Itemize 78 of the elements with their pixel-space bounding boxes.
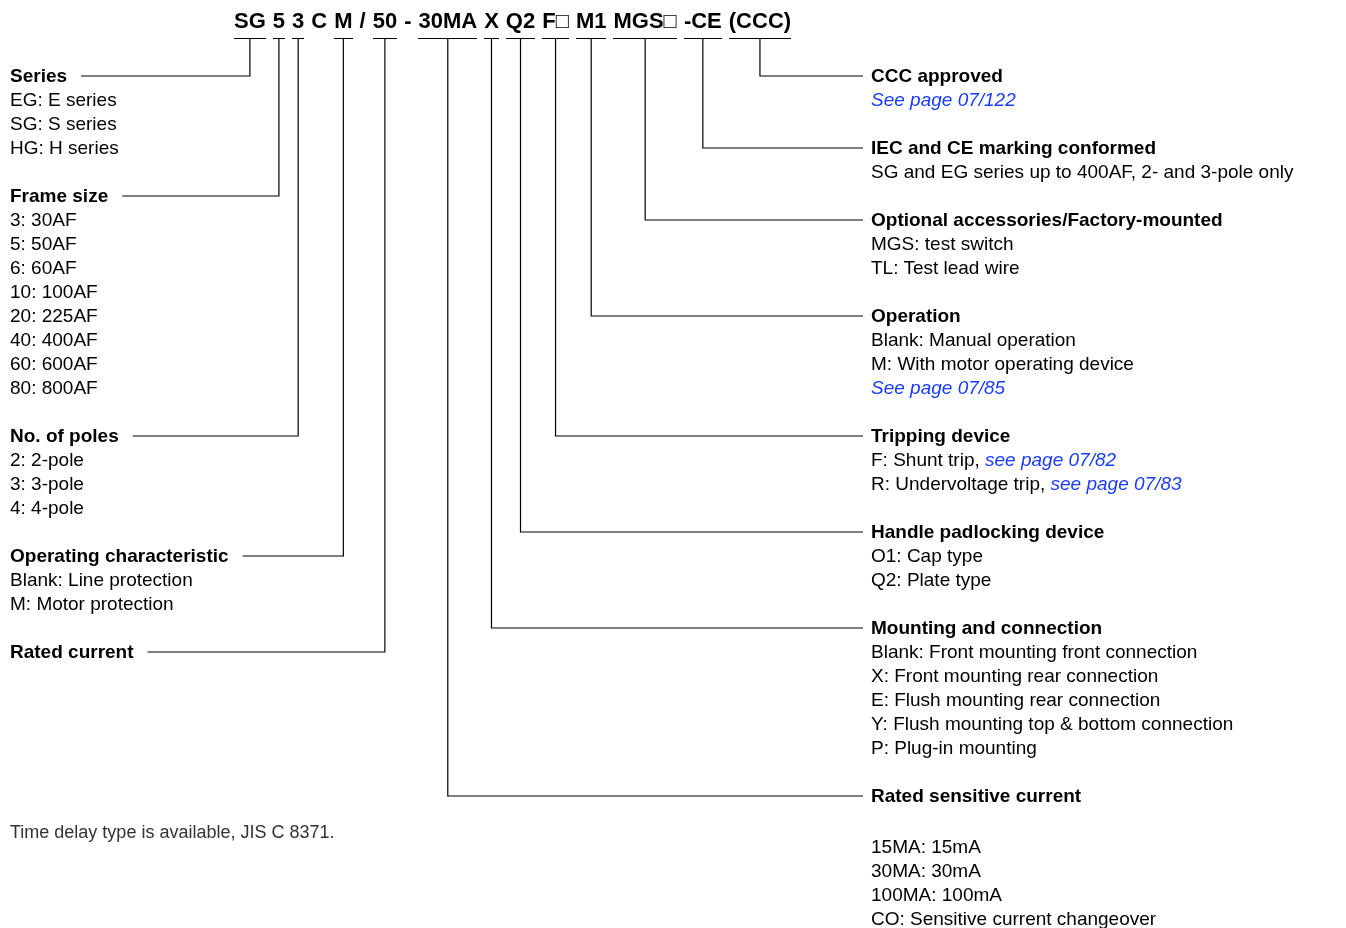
category-heading: Rated sensitive current — [871, 784, 1082, 808]
option-description: HG: H series — [10, 136, 119, 160]
option-description: P: Plug-in mounting — [871, 736, 1037, 760]
code-segment: M — [334, 6, 353, 39]
option-description: Blank: Front mounting front connection — [871, 640, 1198, 664]
code-segment: M1 — [575, 6, 607, 39]
leader-line — [759, 38, 864, 77]
leader-line — [80, 38, 251, 77]
category-heading: Series — [10, 64, 68, 88]
option-description: 20: 225AF — [10, 304, 98, 328]
category-heading: Operating characteristic — [10, 544, 229, 568]
option-description: 6: 60AF — [10, 256, 77, 280]
option-description: 40: 400AF — [10, 328, 98, 352]
leader-line — [644, 38, 864, 221]
category-heading: Tripping device — [871, 424, 1011, 448]
leader-line — [590, 38, 864, 317]
option-description: 10: 100AF — [10, 280, 98, 304]
option-description: 3: 3-pole — [10, 472, 84, 496]
code-segment: SG — [234, 6, 266, 39]
page-reference-link: See page 07/85 — [871, 376, 1006, 400]
option-description: O1: Cap type — [871, 544, 983, 568]
option-description: Q2: Plate type — [871, 568, 992, 592]
category-heading: IEC and CE marking conformed — [871, 136, 1157, 160]
page-reference-link: See page 07/122 — [871, 88, 1016, 112]
option-description: 3: 30AF — [10, 208, 77, 232]
option-description: 5: 50AF — [10, 232, 77, 256]
option-description: 60: 600AF — [10, 352, 98, 376]
leader-line — [447, 38, 864, 797]
option-description: 4: 4-pole — [10, 496, 84, 520]
leader-line — [132, 38, 299, 437]
leader-line — [121, 38, 280, 197]
code-separator: C — [311, 7, 328, 35]
option-description: EG: E series — [10, 88, 117, 112]
option-description: Blank: Manual operation — [871, 328, 1076, 352]
option-description: 100MA: 100mA — [871, 883, 1002, 907]
code-segment: F□ — [542, 6, 569, 39]
code-separator: / — [359, 7, 366, 35]
code-segment: 30MA — [418, 6, 478, 39]
option-description: F: Shunt trip, see page 07/82 — [871, 448, 1117, 472]
option-description: 15MA: 15mA — [871, 835, 981, 859]
category-heading: CCC approved — [871, 64, 1003, 88]
option-description: 30MA: 30mA — [871, 859, 981, 883]
category-heading: Optional accessories/Factory-mounted — [871, 208, 1223, 232]
leader-line — [554, 38, 864, 437]
leader-line — [242, 38, 344, 557]
category-heading: Mounting and connection — [871, 616, 1103, 640]
footnote: Time delay type is available, JIS C 8371. — [10, 821, 335, 844]
option-description: M: With motor operating device — [871, 352, 1134, 376]
leader-line — [490, 38, 864, 629]
option-description: R: Undervoltage trip, see page 07/83 — [871, 472, 1182, 496]
code-segment: (CCC) — [728, 6, 792, 39]
code-segment: Q2 — [505, 6, 536, 39]
option-description: SG and EG series up to 400AF, 2- and 3-pole only — [871, 160, 1294, 184]
option-description: X: Front mounting rear connection — [871, 664, 1159, 688]
option-description: SG: S series — [10, 112, 117, 136]
code-separator: - — [404, 7, 412, 35]
option-description: E: Flush mounting rear connection — [871, 688, 1161, 712]
code-segment: 5 — [272, 6, 286, 39]
code-segment: 50 — [372, 6, 398, 39]
option-description: MGS: test switch — [871, 232, 1014, 256]
option-description: TL: Test lead wire — [871, 256, 1020, 280]
leader-line — [702, 38, 864, 149]
code-segment: MGS□ — [613, 6, 677, 39]
category-heading: Rated current — [10, 640, 134, 664]
option-description: 80: 800AF — [10, 376, 98, 400]
option-description: Blank: Line protection — [10, 568, 193, 592]
option-description: 2: 2-pole — [10, 448, 84, 472]
leader-line — [146, 38, 386, 653]
option-description: M: Motor protection — [10, 592, 174, 616]
code-segment: X — [484, 6, 499, 39]
leader-line — [519, 38, 864, 533]
code-segment: -CE — [683, 6, 722, 39]
category-heading: Handle padlocking device — [871, 520, 1105, 544]
code-segment: 3 — [292, 6, 305, 39]
category-heading: No. of poles — [10, 424, 119, 448]
option-description: Y: Flush mounting top & bottom connection — [871, 712, 1234, 736]
category-heading: Operation — [871, 304, 961, 328]
category-heading: Frame size — [10, 184, 109, 208]
